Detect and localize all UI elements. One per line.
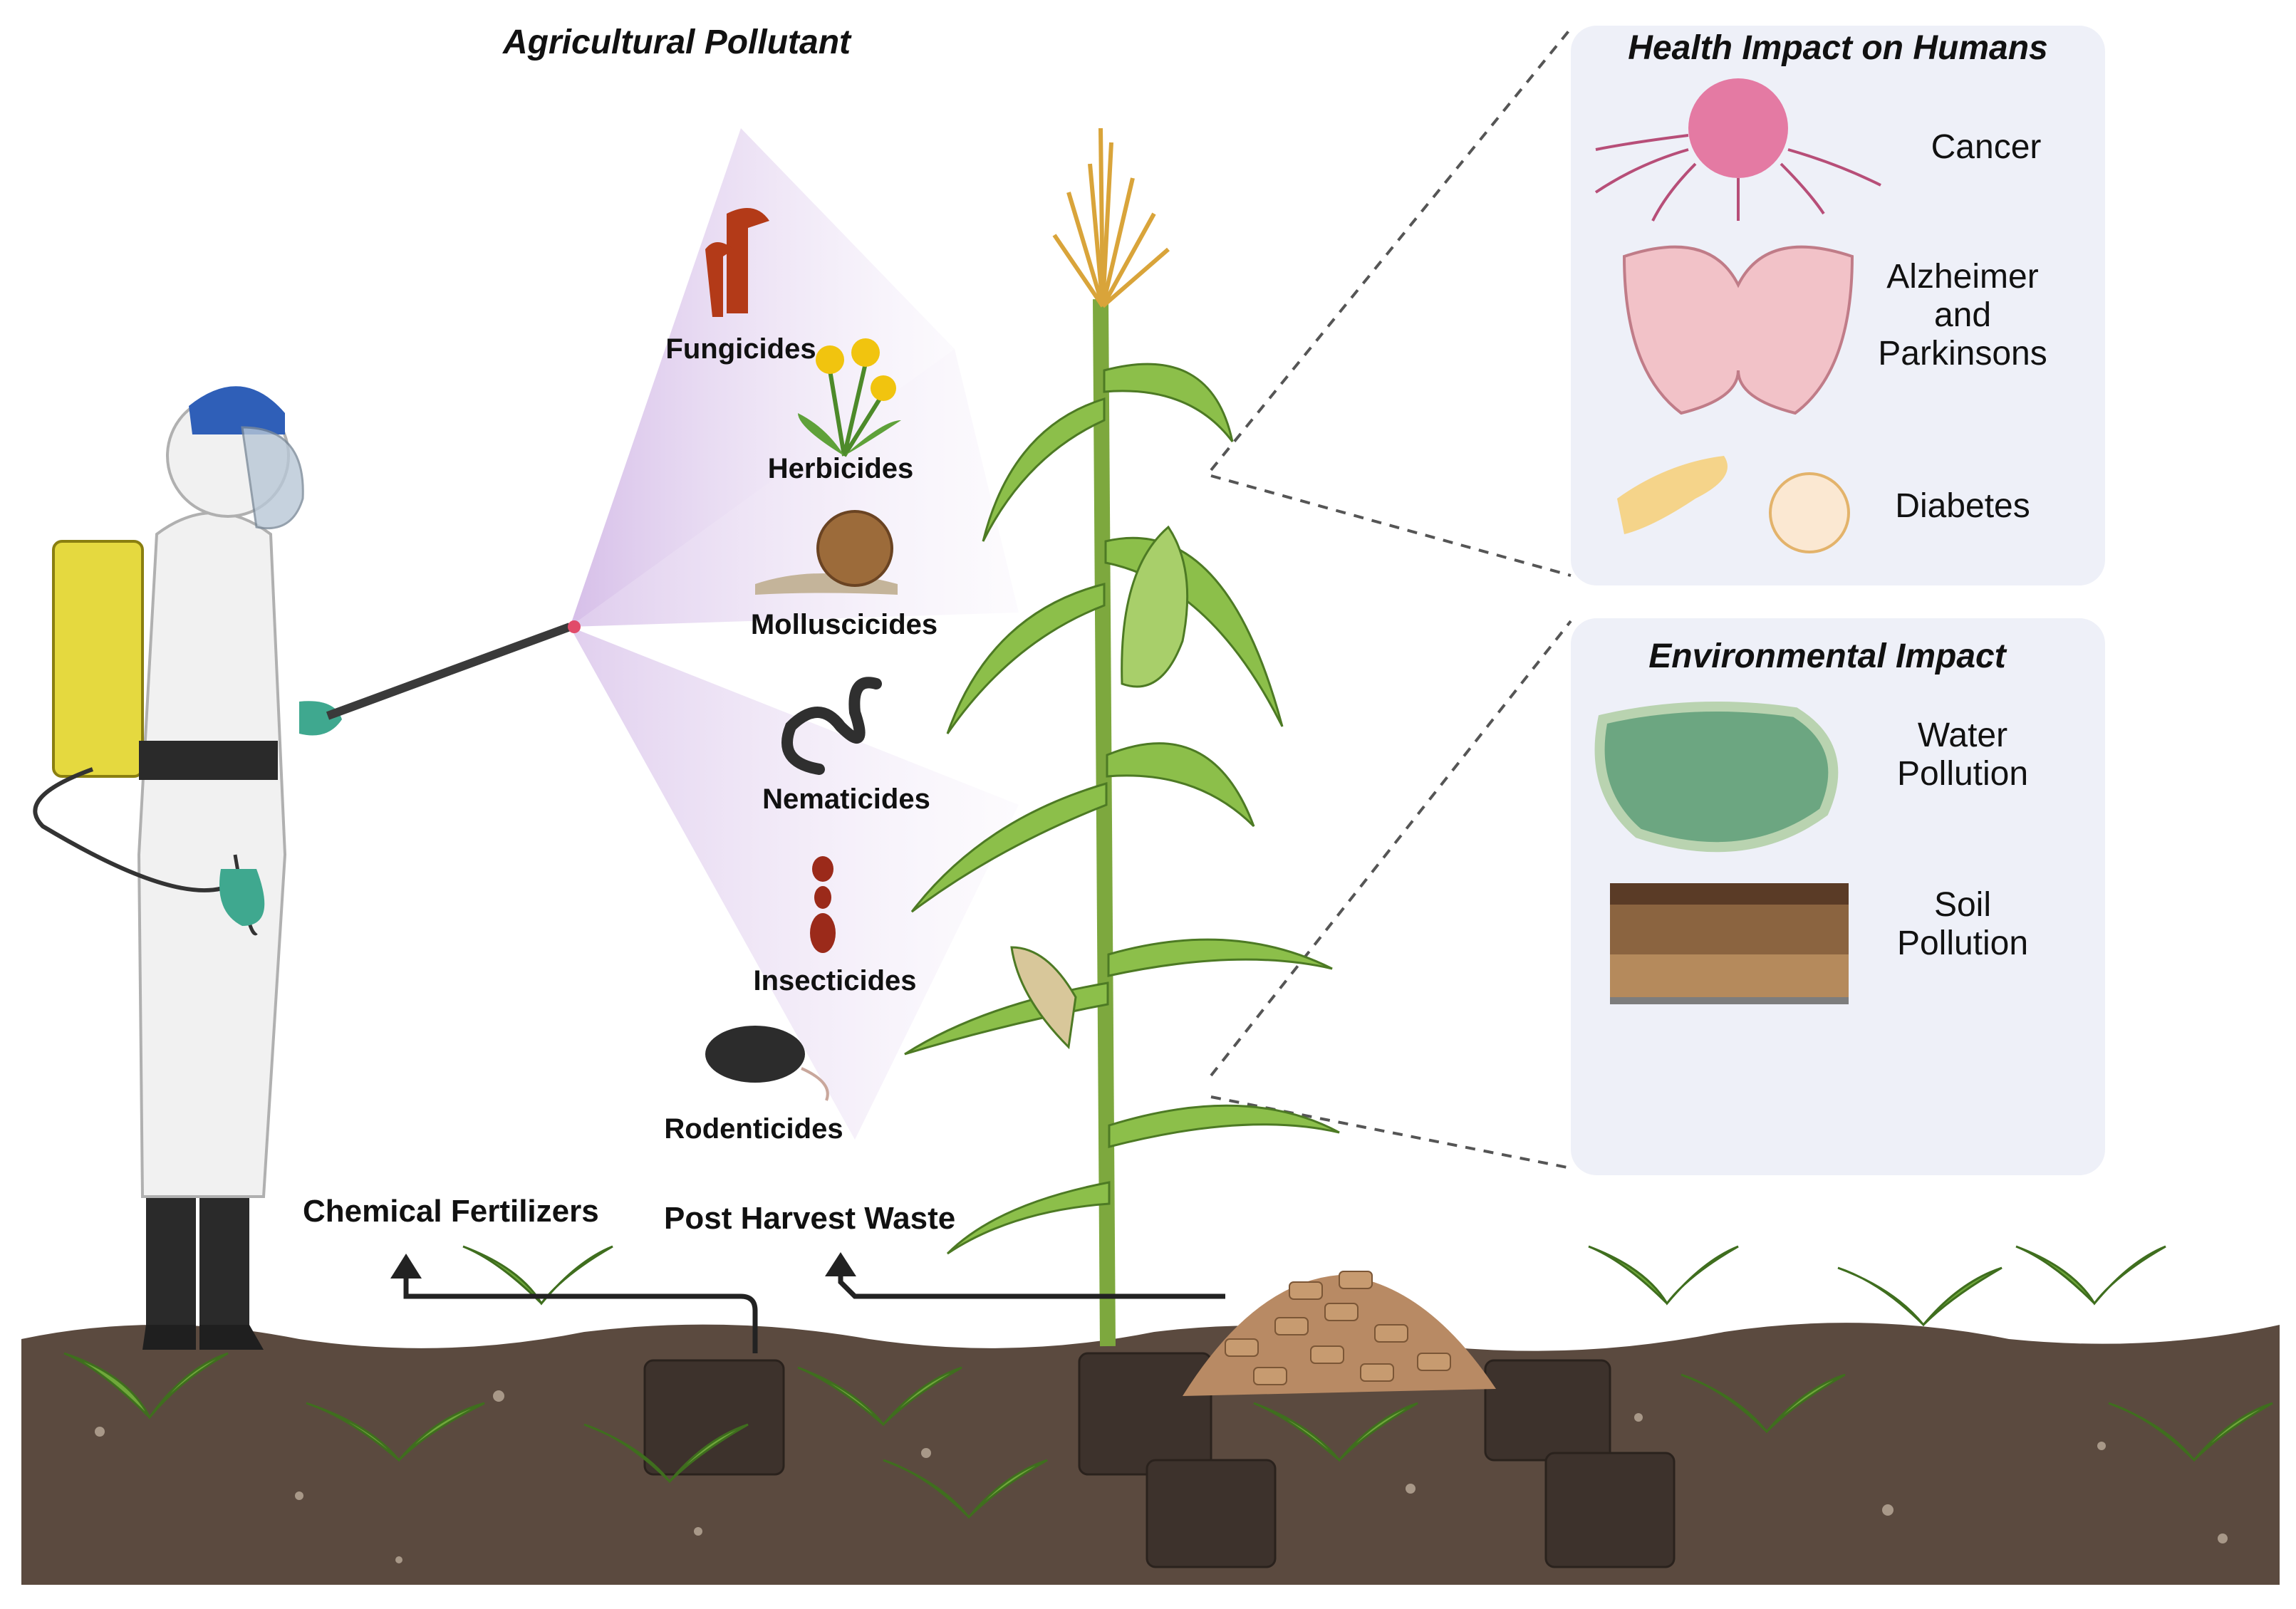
fungus-icon — [705, 208, 769, 317]
harvest-waste-pile — [1183, 1271, 1496, 1396]
health-impact-title: Health Impact on Humans — [1628, 29, 2048, 67]
health-item-cancer: Cancer — [1931, 128, 2042, 166]
chemical-fertilizers-label: Chemical Fertilizers — [303, 1194, 599, 1229]
brain-icon — [1622, 245, 1854, 415]
pollutant-label-nematicides: Nematicides — [762, 783, 930, 815]
post-harvest-waste-label: Post Harvest Waste — [664, 1201, 956, 1236]
pollutant-label-rodenticides: Rodenticides — [664, 1113, 843, 1145]
spray-cone — [570, 128, 1019, 1140]
environment-item-soil-pollution: Soil Pollution — [1896, 886, 2029, 962]
snail-icon — [755, 510, 898, 595]
pollutant-label-molluscicides: Molluscicides — [750, 609, 938, 640]
mouse-icon — [705, 1026, 829, 1101]
pollutant-label-herbicides: Herbicides — [767, 453, 914, 484]
diagram-title: Agricultural Pollutant — [502, 24, 851, 61]
pollutant-label-fungicides: Fungicides — [665, 333, 816, 365]
health-item-diabetes: Diabetes — [1895, 487, 2030, 525]
cancer-cell-icon — [1594, 78, 1881, 222]
soil-ground — [21, 1323, 2280, 1585]
worm-icon — [781, 677, 882, 775]
farmer-sprayer — [33, 386, 581, 1350]
environmental-impact-title: Environmental Impact — [1648, 637, 2006, 675]
pancreas-icon — [1617, 456, 1850, 553]
pollutant-label-insecticides: Insecticides — [753, 965, 917, 996]
health-item-alzheimer-parkinsons: Alzheimer and Parkinsons — [1878, 258, 2047, 373]
corn-plant — [904, 127, 1340, 1347]
connector-lines — [1210, 27, 1572, 1170]
soil-layers-icon — [1610, 883, 1849, 1004]
pond-icon — [1594, 702, 1839, 853]
ant-icon — [810, 856, 836, 953]
corn-ear — [1010, 525, 1189, 1050]
dandelion-icon — [798, 338, 901, 457]
arrow-heads — [390, 1252, 856, 1279]
source-arrows — [403, 1271, 1225, 1353]
environment-item-water-pollution: Water Pollution — [1896, 717, 2029, 793]
seedlings — [63, 1245, 2273, 1519]
